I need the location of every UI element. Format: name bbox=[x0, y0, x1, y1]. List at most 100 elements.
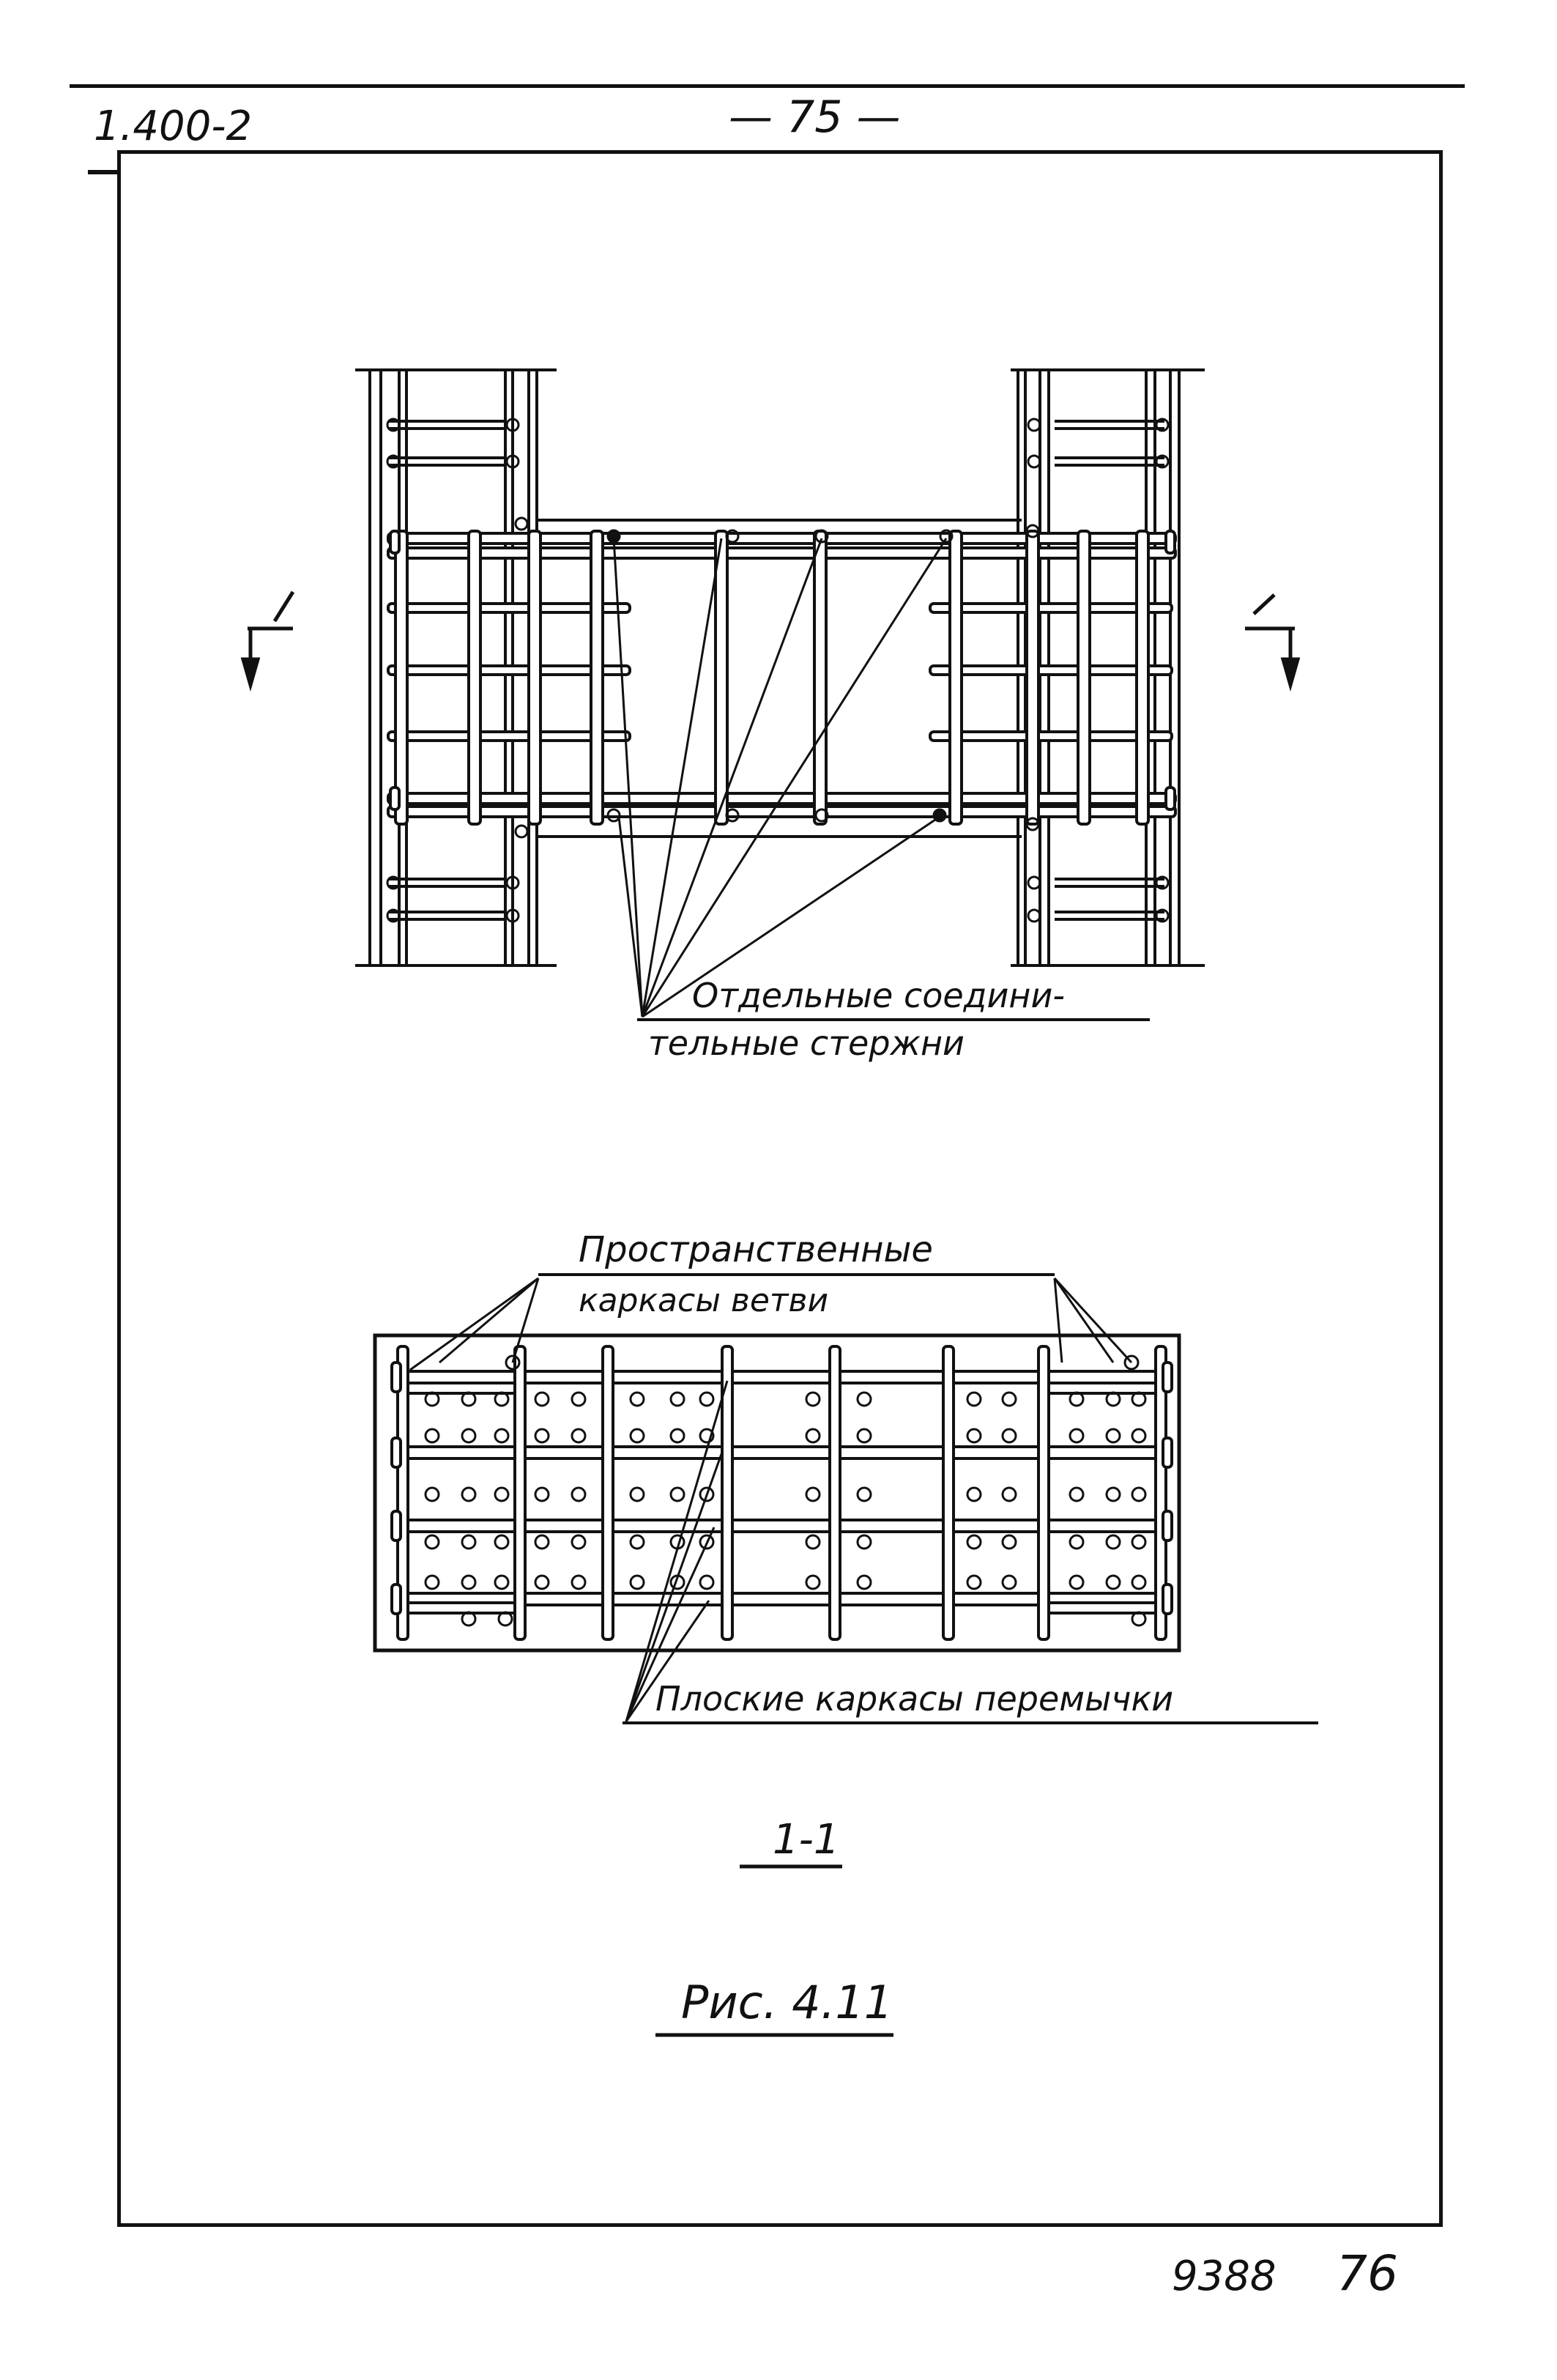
cage-bar bbox=[398, 1601, 518, 1615]
section-bar-dot bbox=[534, 1428, 550, 1444]
connecting-bar-dot bbox=[1025, 524, 1040, 538]
section-bar-dot bbox=[424, 1486, 440, 1502]
section-bar-dot bbox=[534, 1486, 550, 1502]
section-bar-dot bbox=[461, 1391, 477, 1407]
section-mark-left bbox=[240, 590, 295, 692]
section-bar-dot bbox=[805, 1534, 821, 1550]
section-outline bbox=[373, 1333, 1181, 1653]
section-vertical-bar bbox=[396, 1345, 409, 1641]
section-vertical-bar bbox=[1037, 1345, 1050, 1641]
section-bar-dot bbox=[497, 1611, 513, 1627]
section-bar-dot bbox=[1105, 1428, 1121, 1444]
section-leader-top bbox=[1053, 1277, 1133, 1364]
footer-number: 9388 bbox=[1172, 2253, 1277, 2300]
plan-leader-line bbox=[617, 816, 644, 1017]
section-bar-dot bbox=[1001, 1391, 1017, 1407]
section-leader-bottom bbox=[625, 1453, 723, 1722]
section-bar-dot bbox=[534, 1574, 550, 1590]
plan-leader-line bbox=[642, 815, 940, 1018]
section-bar-dot bbox=[1105, 1534, 1121, 1550]
section-bar-dot bbox=[699, 1534, 715, 1550]
column-bar bbox=[1027, 454, 1041, 469]
column-bar bbox=[386, 908, 401, 923]
section-bar-dot bbox=[571, 1534, 587, 1550]
column-bar bbox=[1155, 418, 1170, 432]
edge-stub bbox=[1162, 1361, 1173, 1393]
vertical-stirrup bbox=[948, 530, 963, 826]
section-bar-dot bbox=[424, 1574, 440, 1590]
section-bar-dot bbox=[669, 1428, 685, 1444]
column-bar bbox=[386, 875, 401, 890]
beam-longitudinal-bar bbox=[387, 546, 1177, 560]
vertical-stirrup bbox=[1135, 530, 1150, 826]
cage-bar bbox=[1042, 1382, 1162, 1395]
section-bar-dot bbox=[1001, 1574, 1017, 1590]
edge-stub bbox=[1162, 1583, 1173, 1615]
beam-side-bar bbox=[929, 602, 1173, 614]
section-bar-dot bbox=[571, 1574, 587, 1590]
section-bar-dot bbox=[966, 1428, 982, 1444]
section-bar-dot bbox=[571, 1486, 587, 1502]
section-bar-dot bbox=[1105, 1574, 1121, 1590]
connecting-bar-dot bbox=[514, 824, 529, 839]
section-leader-top bbox=[409, 1277, 539, 1371]
header-rule bbox=[70, 84, 1465, 88]
vertical-stirrup bbox=[1077, 530, 1091, 826]
connecting-bar-dot bbox=[725, 529, 740, 544]
section-bar-dot bbox=[805, 1486, 821, 1502]
section-bar-dot bbox=[966, 1391, 982, 1407]
drawing-frame bbox=[117, 150, 1443, 2227]
section-bar-dot bbox=[966, 1574, 982, 1590]
section-view bbox=[373, 1277, 1181, 1722]
section-leader-bottom bbox=[625, 1600, 710, 1722]
section-bar-dot bbox=[629, 1534, 645, 1550]
column-bar bbox=[505, 908, 520, 923]
section-bar-dot bbox=[1131, 1534, 1147, 1550]
plan-leader-line bbox=[641, 538, 823, 1017]
beam-longitudinal-bar bbox=[387, 532, 1177, 545]
section-bar-dot bbox=[856, 1428, 872, 1444]
section-bar-dot bbox=[494, 1534, 510, 1550]
edge-stub bbox=[1162, 1510, 1173, 1542]
section-bar-dot bbox=[805, 1391, 821, 1407]
section-bar-dot bbox=[805, 1574, 821, 1590]
section-bar-dot bbox=[571, 1391, 587, 1407]
footer-page: 76 bbox=[1337, 2245, 1398, 2302]
bar-hook bbox=[389, 786, 401, 811]
plan-leader-line bbox=[641, 538, 948, 1017]
connecting-bar-dot bbox=[514, 516, 529, 531]
section-leader-top bbox=[511, 1278, 540, 1363]
section-bar-dot bbox=[424, 1534, 440, 1550]
section-bar-dot bbox=[629, 1391, 645, 1407]
vertical-stirrup bbox=[527, 530, 542, 826]
section-bar-dot bbox=[1001, 1486, 1017, 1502]
section-bar-dot bbox=[669, 1391, 685, 1407]
bar-hook bbox=[1164, 530, 1176, 555]
section-bar-dot bbox=[1131, 1428, 1147, 1444]
section-bar-dot bbox=[1069, 1534, 1085, 1550]
section-bar-dot bbox=[966, 1486, 982, 1502]
connecting-bar-dot bbox=[1025, 817, 1040, 831]
plan-callout-line1: Отдельные соедини- bbox=[692, 976, 1065, 1015]
section-bar-dot bbox=[1123, 1354, 1140, 1371]
section-callout-top-line1: Пространственные bbox=[579, 1229, 933, 1270]
beam-side-bar bbox=[387, 664, 631, 676]
connecting-bar-dot bbox=[939, 529, 954, 544]
column-bar bbox=[386, 454, 401, 469]
section-bar-dot bbox=[856, 1574, 872, 1590]
section-bar-dot bbox=[494, 1486, 510, 1502]
edge-stub bbox=[390, 1361, 402, 1393]
page-number: — 75 — bbox=[729, 92, 901, 143]
section-bar-dot bbox=[669, 1486, 685, 1502]
beam-side-bar bbox=[387, 730, 631, 742]
beam-side-bar bbox=[929, 664, 1173, 676]
cage-bar bbox=[398, 1382, 518, 1395]
column-bar bbox=[1155, 454, 1170, 469]
section-bar-dot bbox=[1105, 1391, 1121, 1407]
column-bar bbox=[505, 454, 520, 469]
section-vertical-bar bbox=[601, 1345, 614, 1641]
column-bar bbox=[505, 418, 520, 432]
section-bar-dot bbox=[494, 1574, 510, 1590]
section-bar-dot bbox=[699, 1574, 715, 1590]
